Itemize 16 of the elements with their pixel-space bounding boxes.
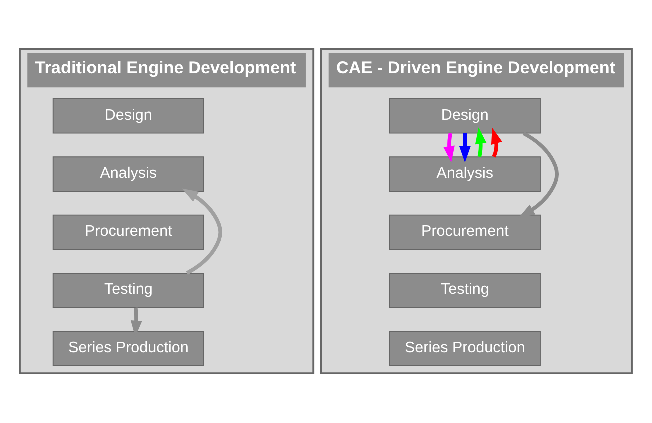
arrow	[518, 132, 560, 218]
node-box: Analysis	[52, 156, 204, 192]
arrow	[444, 133, 455, 163]
node-box: Procurement	[52, 214, 204, 250]
node-box: Design	[389, 98, 541, 134]
node-box: Design	[52, 98, 204, 134]
arrow	[460, 133, 471, 163]
arrow	[182, 188, 222, 275]
node-box: Testing	[52, 272, 204, 308]
node-box: Series Production	[52, 331, 204, 366]
arrow	[475, 128, 487, 158]
node-box: Series Production	[389, 331, 541, 366]
node-box: Procurement	[389, 214, 541, 250]
node-box: Analysis	[389, 156, 541, 192]
arrow	[491, 128, 502, 158]
node-box: Testing	[389, 272, 541, 308]
